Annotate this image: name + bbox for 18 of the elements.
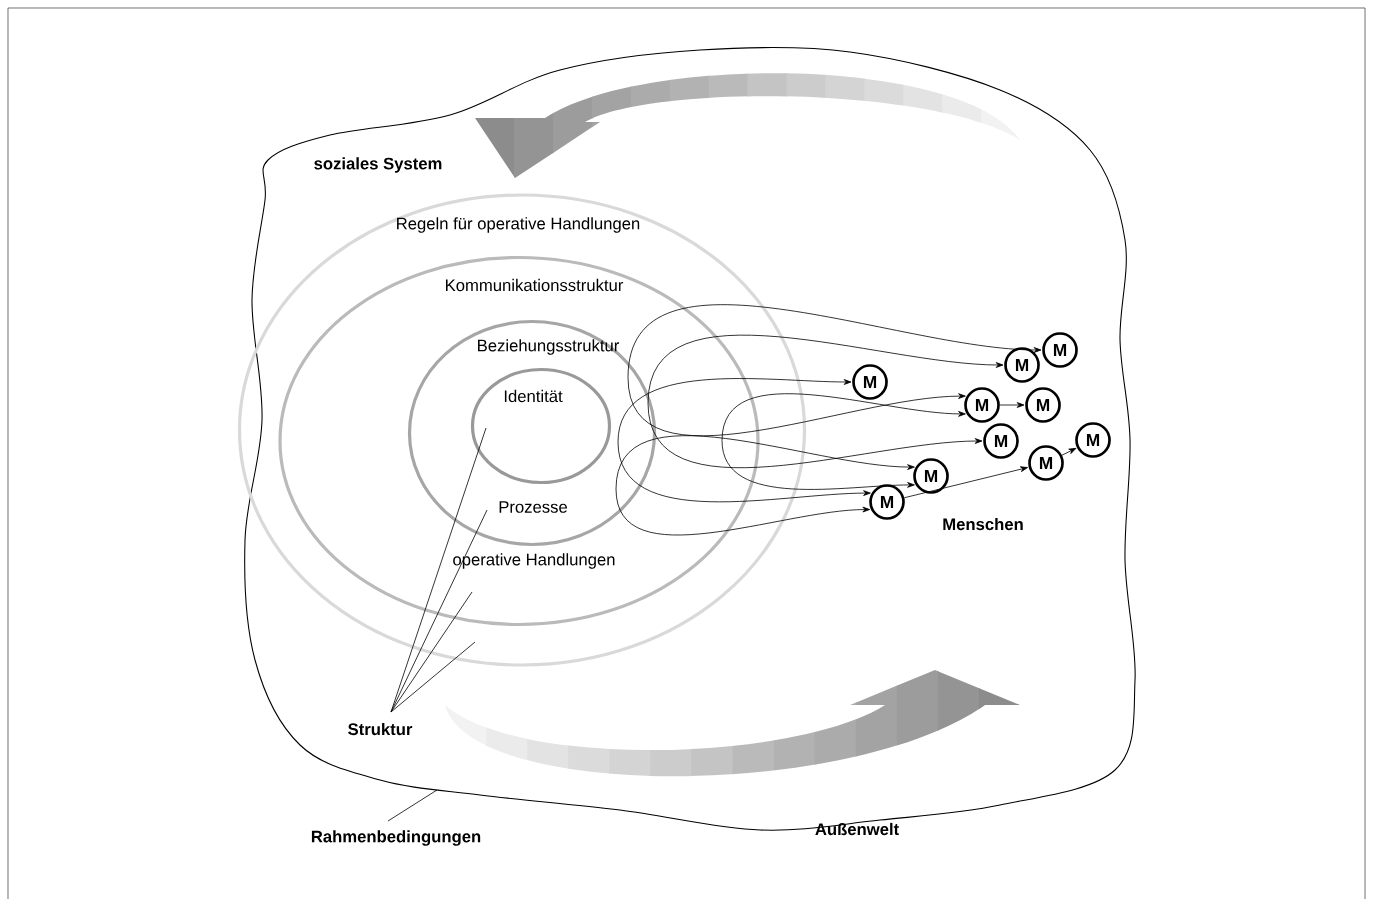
arrow (903, 466, 1028, 499)
ring: Identität (470, 367, 612, 485)
arrow (999, 402, 1025, 408)
leader-line (390, 591, 473, 713)
loop-arrow (617, 378, 871, 503)
loop-arrow (627, 304, 1042, 436)
leader-line (390, 641, 476, 713)
loop-arrow (721, 393, 966, 490)
frame-label: Rahmenbedingungen (311, 830, 481, 846)
arrow (1061, 447, 1077, 456)
loop-arrow (647, 334, 1004, 469)
leader-line (390, 427, 487, 713)
area-label: Außenwelt (815, 822, 899, 836)
leader-line (390, 509, 488, 713)
leader-line (387, 789, 438, 822)
area-label: Menschen (943, 517, 1023, 531)
structure-label: Struktur (348, 722, 413, 736)
loop-arrow (615, 435, 915, 536)
